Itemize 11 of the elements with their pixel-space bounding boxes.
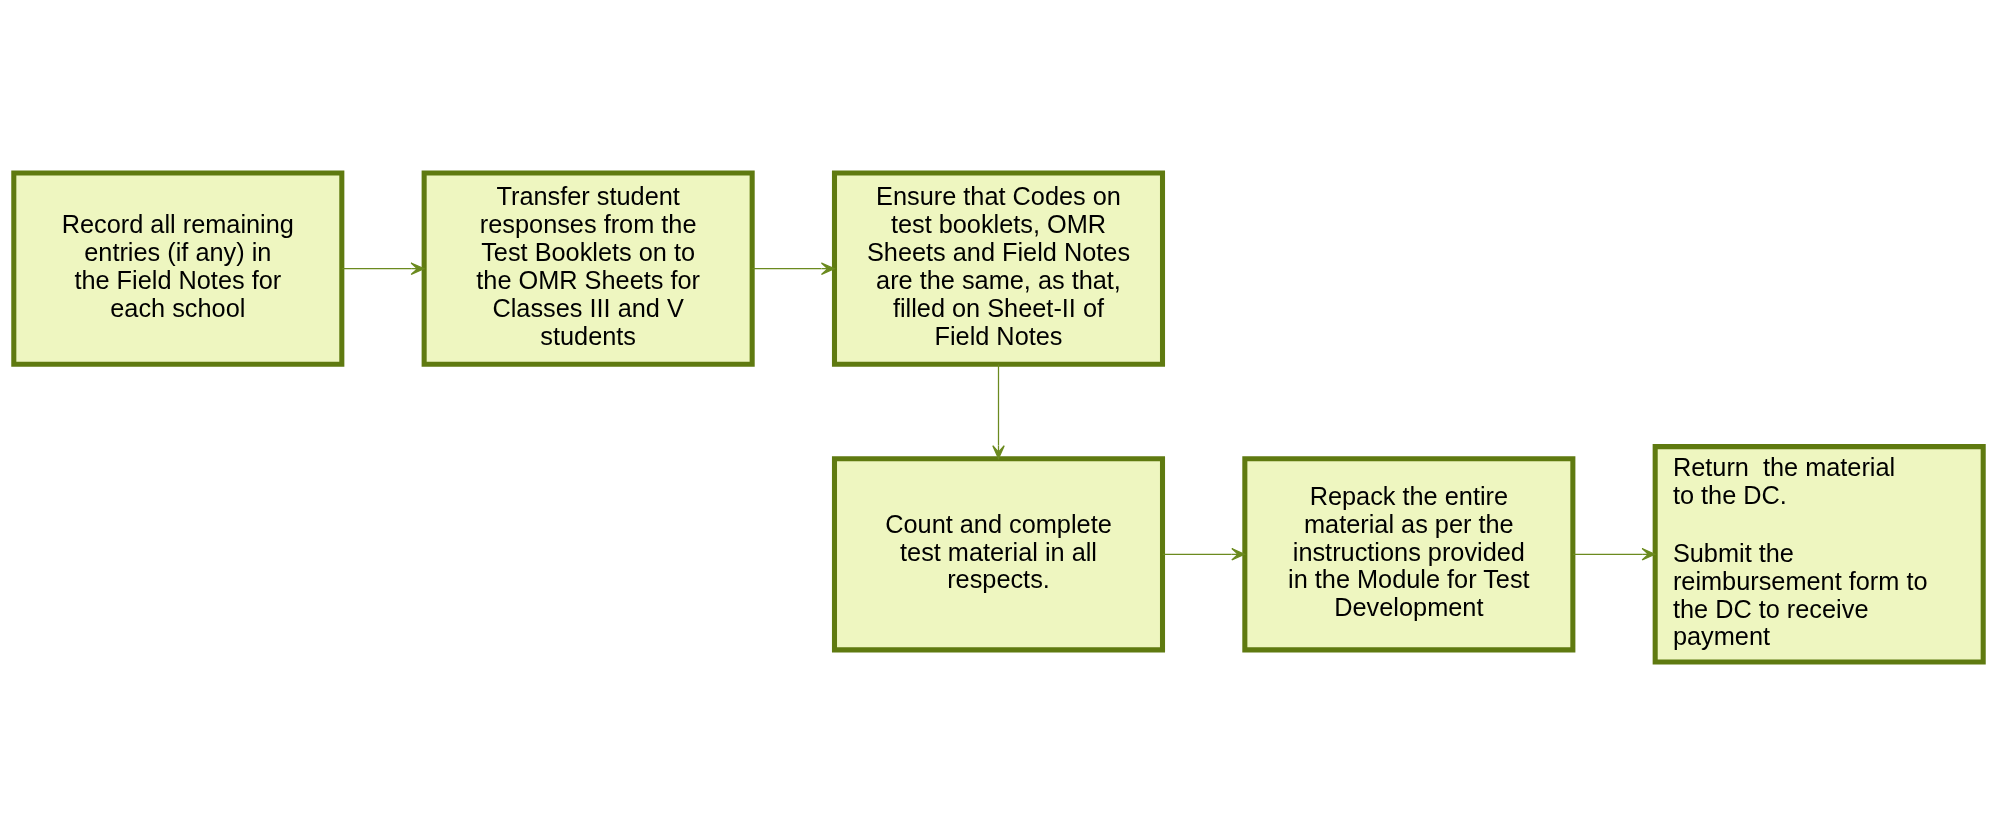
- node-box: Return the material to the DC. Submit the reimbursement form to the DC to receive payment: [1652, 444, 1986, 665]
- arrow: [751, 262, 835, 276]
- arrow: [1162, 547, 1246, 561]
- node-box: Repack the entire material as per the instructions provided in the Module for Test Development: [1242, 456, 1576, 653]
- arrow: [1572, 547, 1656, 561]
- node-box: Ensure that Codes on test booklets, OMR Sheets and Field Notes are the same, as that, filled on Sheet-II of Field Notes: [831, 170, 1166, 367]
- arrow: [992, 363, 1005, 460]
- node-box: Count and complete test material in all respects.: [831, 456, 1166, 653]
- arrow: [341, 262, 425, 276]
- node-box: Transfer student responses from the Test Booklets on to the OMR Sheets for Classes III and V students: [421, 170, 755, 367]
- node-box: Record all remaining entries (if any) in the Field Notes for each school: [11, 170, 345, 367]
